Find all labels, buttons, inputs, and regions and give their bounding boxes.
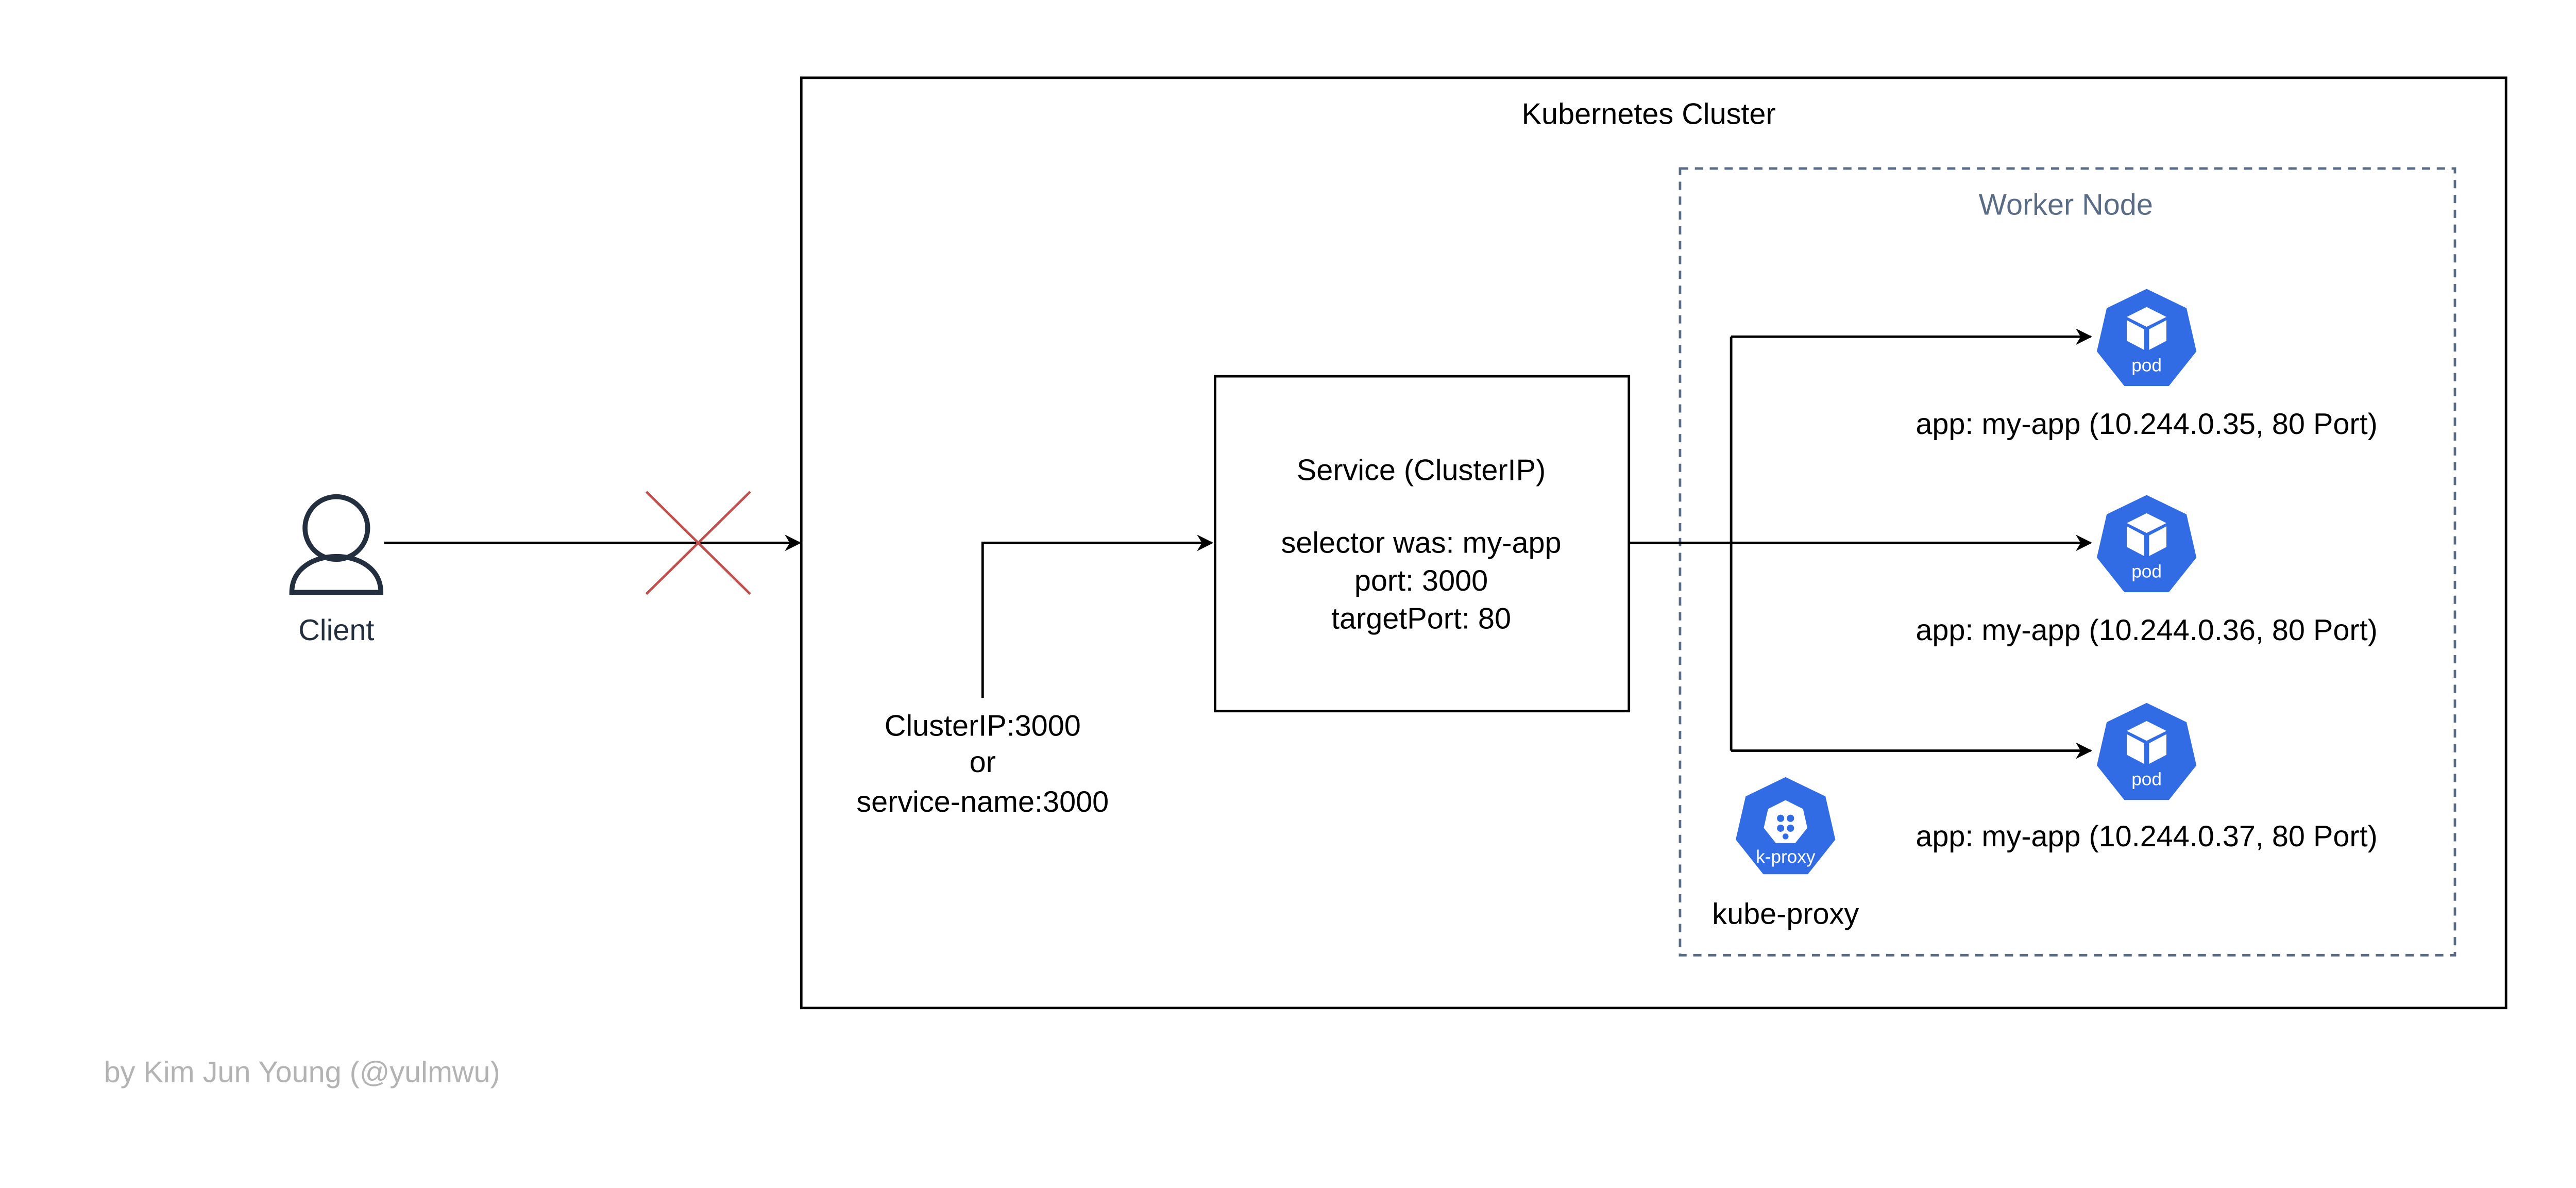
- pod-1-icon-text: pod: [2131, 355, 2162, 375]
- pod-3-label: app: my-app (10.244.0.37, 80 Port): [1916, 820, 2377, 853]
- kube-proxy-label: kube-proxy: [1712, 898, 1859, 931]
- user-icon: [289, 494, 384, 595]
- access-to-service-arrow: [981, 534, 1214, 698]
- client-label: Client: [298, 614, 374, 647]
- blocked-x-icon: [645, 491, 751, 595]
- service-title: Service (ClusterIP): [1297, 454, 1546, 487]
- pod-1-label: app: my-app (10.244.0.35, 80 Port): [1916, 408, 2377, 441]
- pod-icon: pod: [2096, 495, 2197, 592]
- access-address-line3: service-name:3000: [856, 785, 1109, 818]
- service-target-port: targetPort: 80: [1331, 603, 1511, 635]
- service-port: port: 3000: [1354, 564, 1488, 597]
- service-to-pods-arrows: [1629, 328, 2092, 759]
- service-selector: selector was: my-app: [1281, 526, 1561, 559]
- worker-node-title: Worker Node: [1979, 188, 2153, 221]
- pod-2-label: app: my-app (10.244.0.36, 80 Port): [1916, 614, 2377, 647]
- service-box: [1214, 375, 1631, 713]
- worker-node-box: [1679, 167, 2456, 957]
- credit-text: by Kim Jun Young (@yulmwu): [104, 1056, 500, 1089]
- kube-proxy-icon-text: k-proxy: [1756, 847, 1816, 867]
- kube-proxy-icon: k-proxy: [1736, 777, 1836, 875]
- cluster-title: Kubernetes Cluster: [1522, 97, 1776, 130]
- pod-icon: pod: [2096, 702, 2197, 800]
- pod-3-icon-text: pod: [2131, 769, 2162, 790]
- access-address-line2: or: [970, 746, 996, 779]
- pod-icon: pod: [2096, 289, 2197, 386]
- access-address-line1: ClusterIP:3000: [885, 710, 1081, 743]
- pod-2-icon-text: pod: [2131, 561, 2162, 581]
- kubernetes-cluster-box: [800, 76, 2507, 1010]
